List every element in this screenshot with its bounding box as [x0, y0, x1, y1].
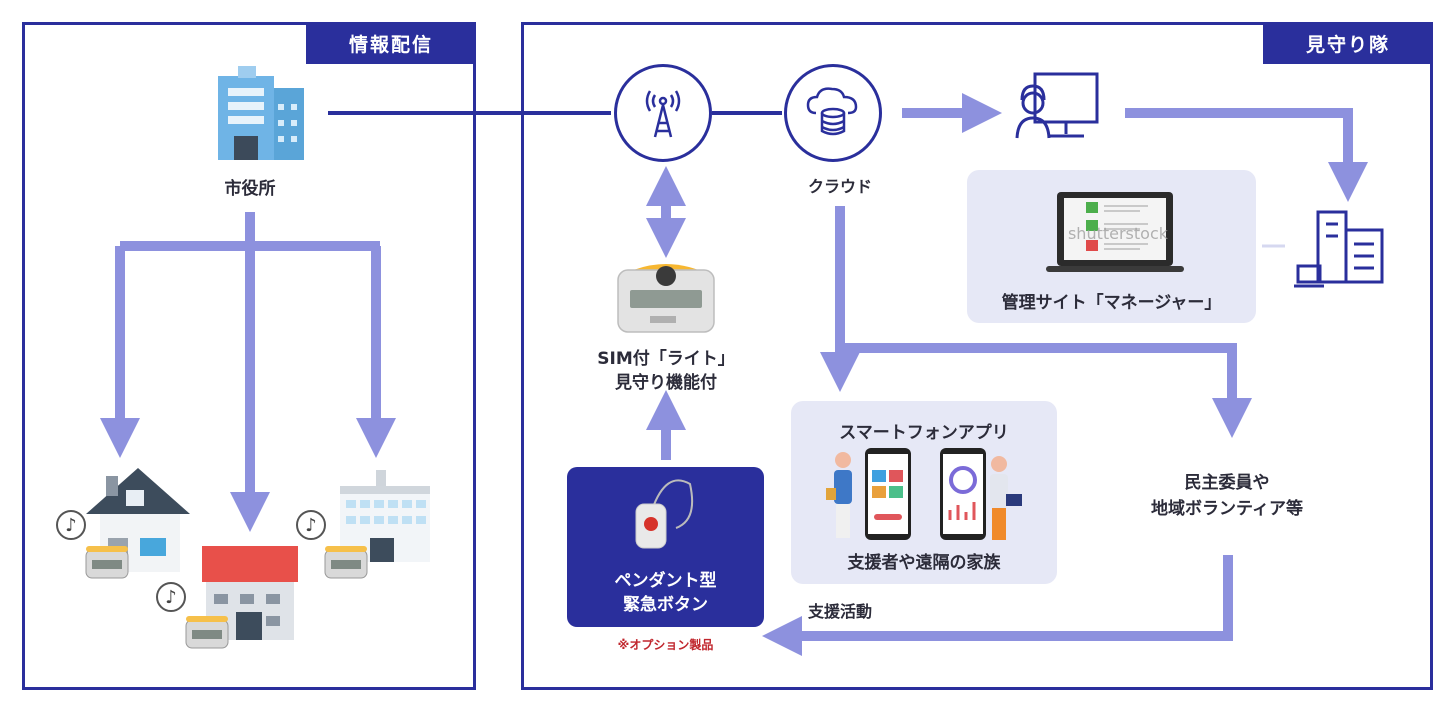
office-building-icon: [1294, 210, 1384, 288]
flow-arrows: [646, 93, 1368, 656]
operator-monitor-icon: [1015, 72, 1099, 139]
distribution-arrows: [100, 212, 396, 532]
antenna-icon: [645, 90, 681, 138]
manager-site-label: 管理サイト「マネージャー」: [1001, 293, 1222, 313]
option-note: ※オプション製品: [617, 638, 714, 652]
cloud-circle: [784, 64, 882, 162]
watch-team-tab: 見守り隊: [1263, 22, 1433, 64]
support-activity-label: 支援活動: [807, 602, 872, 621]
manager-watermark: shutterstock: [1067, 224, 1169, 243]
radio-device-icon: [85, 546, 129, 579]
pendant-button-box: [567, 467, 764, 627]
volunteer-label-line1: 民主委員や: [1184, 473, 1270, 493]
watch-team-panel: [521, 22, 1433, 690]
device-label-line2: 見守り機能付: [615, 373, 717, 393]
cloud-label: クラウド: [807, 177, 872, 196]
smartphone-caption: 支援者や遠隔の家族: [847, 553, 1001, 573]
antenna-circle: [614, 64, 712, 162]
music-note-icon: ♪: [156, 582, 186, 612]
city-hall-label: 市役所: [224, 179, 276, 199]
smartphone-app-title: スマートフォンアプリ: [839, 423, 1009, 443]
cloud-database-icon: [806, 87, 858, 136]
device-label-line1: SIM付「ライト」: [597, 349, 735, 369]
radio-device-icon: [617, 264, 715, 333]
radio-device-icon: [324, 546, 368, 579]
pendant-label-line1: ペンダント型: [614, 571, 717, 591]
volunteer-label-line2: 地域ボランティア等: [1151, 499, 1303, 519]
laptop-checklist-icon: [1046, 192, 1184, 272]
pendant-icon: [635, 479, 694, 549]
info-distribution-tab: 情報配信: [306, 22, 476, 64]
pendant-label-line2: 緊急ボタン: [623, 595, 708, 615]
music-note-icon: ♪: [296, 510, 326, 540]
radio-device-icon: [185, 616, 229, 649]
smartphone-illustration: [826, 448, 1022, 540]
building-icon: [218, 66, 304, 160]
info-distribution-panel: [22, 22, 476, 690]
music-note-icon: ♪: [56, 510, 86, 540]
